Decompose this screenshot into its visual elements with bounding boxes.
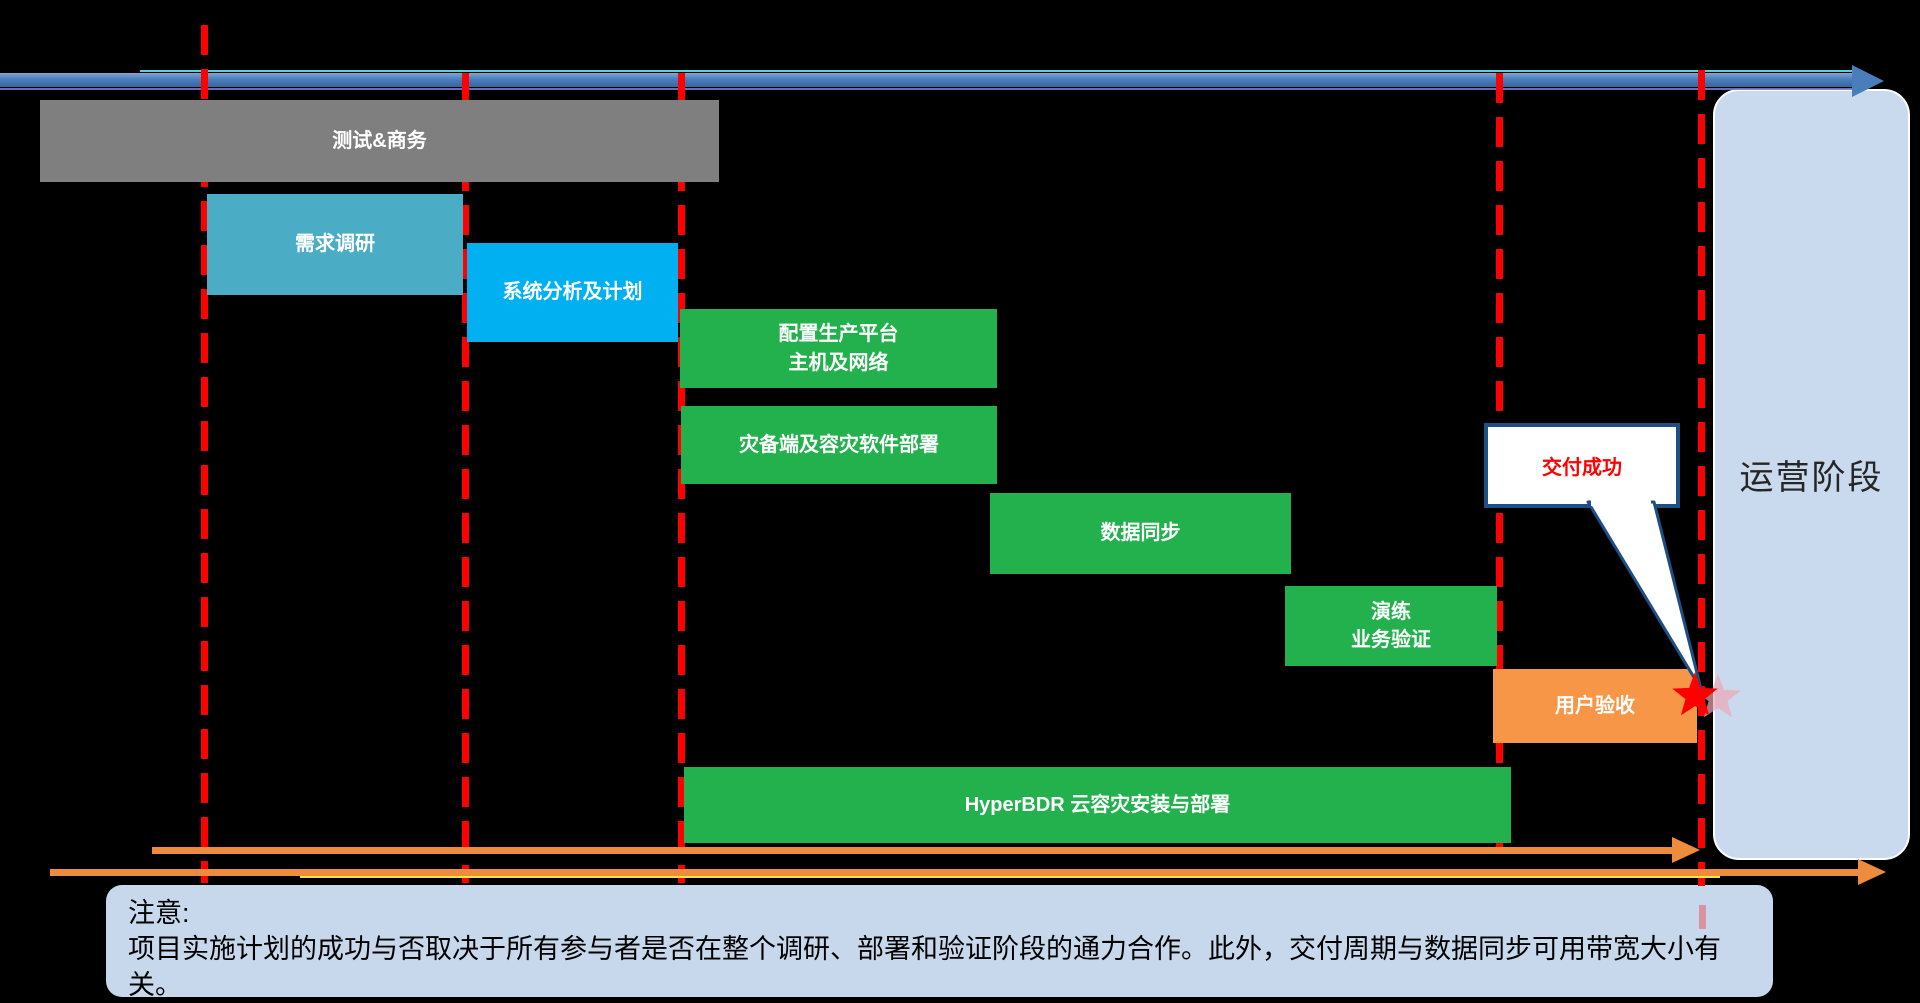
delivery-success-callout: 交付成功 bbox=[1484, 423, 1680, 508]
accent-yellow-line bbox=[300, 875, 1720, 878]
bar-config-prod-platform: 配置生产平台 主机及网络 bbox=[680, 309, 997, 388]
note-title: 注意: bbox=[128, 898, 190, 928]
delivery-success-label: 交付成功 bbox=[1542, 457, 1622, 479]
overall-arrowhead-icon bbox=[1858, 859, 1886, 885]
note-box: 注意: 项目实施计划的成功与否取决于所有参与者是否在整个调研、部署和验证阶段的通… bbox=[106, 885, 1773, 1000]
phase-line-fragment bbox=[1699, 905, 1706, 929]
timeline-arrow bbox=[0, 73, 1856, 87]
deployment-arrow bbox=[152, 847, 1674, 854]
callout-pointer bbox=[1586, 500, 1703, 691]
overall-arrow bbox=[50, 869, 1860, 876]
note-body: 项目实施计划的成功与否取决于所有参与者是否在整个调研、部署和验证阶段的通力合作。… bbox=[128, 934, 1721, 1000]
bar-data-sync: 数据同步 bbox=[990, 493, 1291, 574]
deployment-arrowhead-icon bbox=[1672, 837, 1700, 863]
bar-dr-software-deploy: 灾备端及容灾软件部署 bbox=[681, 406, 997, 484]
operation-phase-label: 运营阶段 bbox=[1739, 459, 1884, 497]
phase-line-1 bbox=[201, 25, 208, 883]
timeline-arrowhead-icon bbox=[1852, 65, 1884, 97]
operation-phase-panel: 运营阶段 bbox=[1713, 89, 1910, 860]
bar-hyperbdr-deploy: HyperBDR 云容灾安装与部署 bbox=[684, 767, 1511, 843]
phase-line-5 bbox=[1698, 70, 1705, 886]
phase-line-2 bbox=[462, 73, 469, 883]
bar-drill-biz-verify: 演练 业务验证 bbox=[1285, 586, 1497, 666]
bar-test-business: 测试&商务 bbox=[40, 100, 719, 182]
accent-cyan-line bbox=[140, 70, 1856, 72]
bar-system-analysis-plan: 系统分析及计划 bbox=[467, 243, 678, 342]
accent-purple-line bbox=[0, 88, 1858, 90]
bar-requirement-research: 需求调研 bbox=[207, 194, 463, 295]
bar-user-acceptance: 用户验收 bbox=[1493, 669, 1697, 743]
